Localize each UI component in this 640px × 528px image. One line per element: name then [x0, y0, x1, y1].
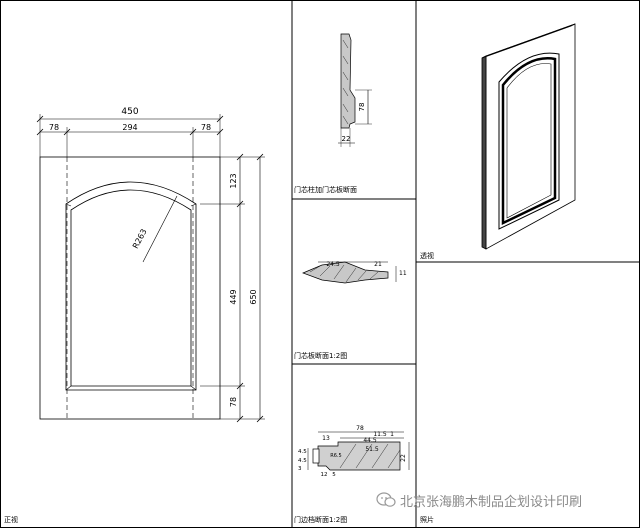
core-dim-b: 21 — [374, 261, 382, 268]
perspective-drawing — [481, 23, 576, 250]
frame-dim-c: 44.5 — [363, 437, 377, 444]
watermark: 北京张海鹏木制品企划设计印刷 — [376, 488, 582, 512]
frame-dim-e: 13 — [322, 435, 330, 442]
label-perspective: 透视 — [420, 251, 434, 260]
label-front-view: 正视 — [4, 515, 18, 524]
core-dim-a: 24.5 — [326, 261, 340, 268]
core-dim-c: 11 — [399, 270, 407, 277]
chat-bubble-icon — [376, 492, 396, 507]
frame-dim-f: R6.5 — [330, 453, 341, 459]
label-photo: 照片 — [420, 515, 434, 524]
dim-overall-height: 650 — [249, 289, 258, 304]
label-core-section: 门芯板断面1:2图 — [294, 351, 347, 360]
frame-dim-i: 3 — [298, 466, 302, 472]
label-frame-section: 门边档断面1:2图 — [294, 515, 347, 524]
watermark-text: 北京张海鹏木制品企划设计印刷 — [400, 494, 583, 510]
arched-panel-outer — [65, 181, 197, 391]
door-outline — [39, 156, 221, 420]
arched-panel-inner — [70, 189, 192, 387]
dim-overall-width: 450 — [121, 107, 138, 117]
frame-dim-l: 5 — [332, 472, 336, 478]
frame-dim-h: 4.5 — [298, 458, 307, 464]
dim-middle: 449 — [229, 289, 238, 304]
dim-right-rail: 78 — [201, 123, 211, 132]
dim-radius: R263 — [131, 228, 149, 251]
frame-dim-g: 4.5 — [298, 449, 307, 455]
front-view-drawing — [36, 114, 265, 423]
stile-section-drawing — [338, 33, 372, 147]
dim-left-rail: 78 — [49, 123, 59, 132]
frame-dim-d: 51.5 — [365, 446, 379, 453]
dim-center: 294 — [122, 123, 137, 132]
frame-dim-b: 1 — [390, 431, 394, 438]
frame-dim-total: 78 — [356, 425, 364, 432]
label-stile-section: 门芯柱加门芯板断面 — [294, 185, 357, 194]
core-section-drawing — [302, 261, 397, 284]
stile-dim-width: 22 — [342, 135, 351, 143]
frame-dim-a: 11.5 — [373, 431, 387, 438]
frame-dim-k: 22 — [400, 454, 407, 462]
dim-bottom: 78 — [229, 397, 238, 407]
dim-top: 123 — [229, 173, 238, 188]
frame-dim-j: 12 — [321, 472, 328, 478]
frame-section-drawing — [307, 431, 410, 471]
stile-dim-height: 78 — [358, 103, 366, 112]
